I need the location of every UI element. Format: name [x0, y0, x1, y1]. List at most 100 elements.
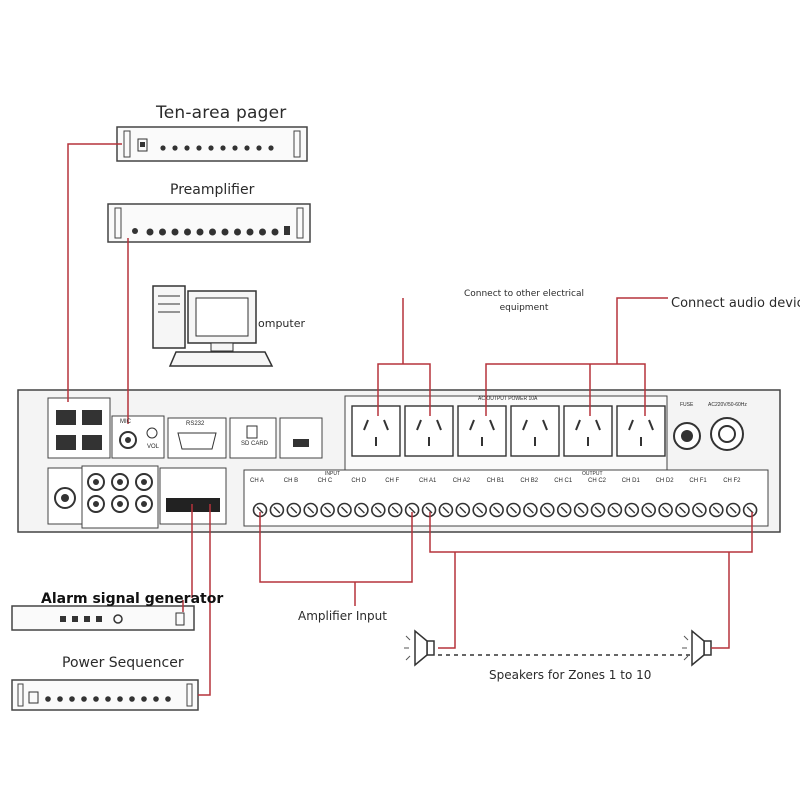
rca-jack-center	[93, 501, 99, 507]
channel-label: CH A2	[452, 478, 471, 484]
outlet-pin	[522, 419, 528, 431]
sd-card-label: SD CARD	[241, 441, 269, 447]
screw-slot	[611, 506, 619, 514]
pager-zone-led	[220, 145, 226, 151]
screw-slot	[679, 506, 686, 514]
ac-output-title: AC OUTPUT POWER 10A	[478, 396, 538, 402]
ac-outlet	[457, 405, 507, 457]
channel-label: CH D1	[621, 478, 640, 484]
outlet-pin	[383, 419, 389, 431]
fuse-label: FUSE	[680, 402, 694, 408]
screw-slot	[391, 506, 399, 514]
pager-zone-led	[268, 145, 274, 151]
pager-zone-led	[184, 145, 190, 151]
sequencer-led	[81, 696, 87, 702]
ten-area-pager	[116, 126, 308, 162]
alarm-signal-generator	[11, 605, 195, 631]
screw-slot	[273, 506, 281, 514]
output-section-label: OUTPUT	[582, 471, 603, 477]
pager-zone-led	[196, 145, 202, 151]
preamp-knob	[159, 228, 166, 236]
ac-outlet	[351, 405, 401, 457]
screw-slot	[425, 506, 433, 514]
outlet-pin	[628, 419, 634, 431]
ac-outlet	[563, 405, 613, 457]
audio-device-label: Connect audio device	[671, 296, 800, 311]
ac-outlet	[404, 405, 454, 457]
screw-slot	[459, 506, 467, 514]
preamp-knob	[184, 228, 191, 236]
sequencer-led	[45, 696, 51, 702]
rca-jack-center	[141, 479, 147, 485]
screw-slot	[594, 506, 602, 514]
channel-label: CH F	[385, 478, 400, 484]
screw-slot	[712, 506, 720, 514]
electrical-equipment-label-line1: Connect to other electrical	[463, 289, 585, 299]
outlet-pin	[416, 419, 422, 431]
channel-label: CH B1	[486, 478, 505, 484]
preamp-knob	[209, 228, 216, 236]
screw-slot	[577, 506, 585, 514]
rca-jack-center	[117, 501, 123, 507]
screw-slot	[560, 506, 568, 514]
screw-slot	[543, 506, 551, 514]
sequencer-led	[93, 696, 99, 702]
rca-jack-center	[141, 501, 147, 507]
ac-outlet	[616, 405, 666, 457]
wiring	[67, 143, 753, 696]
channel-label: CH F2	[723, 478, 741, 484]
outlet-pin	[575, 419, 581, 431]
screw-slot	[729, 506, 737, 514]
screw-slot	[290, 506, 298, 514]
power-sequencer-label: Power Sequencer	[62, 655, 184, 671]
preamplifier	[107, 203, 311, 243]
preamp-knob	[246, 228, 254, 236]
computer-label: omputer	[258, 317, 306, 330]
channel-label: CH F1	[689, 478, 707, 484]
pager-zone-led	[244, 145, 250, 151]
preamp-knob	[271, 228, 279, 236]
channel-label: CH D	[351, 478, 367, 484]
preamp-knob	[196, 228, 204, 236]
outlet-pin	[363, 419, 369, 431]
screw-slot	[341, 506, 348, 514]
sequencer-led	[141, 696, 147, 702]
computer	[152, 285, 274, 367]
electrical-equipment-label-line2: equipment	[499, 303, 549, 313]
screw-slot	[476, 506, 484, 514]
sequencer-led	[105, 696, 111, 702]
sequencer-led	[129, 696, 135, 702]
pager-zone-led	[256, 145, 262, 151]
preamp-knob	[234, 228, 241, 236]
electrical-equipment-label: Connect to other electrical equipment	[462, 287, 586, 315]
screw-slot	[662, 506, 670, 514]
speaker-zone-10	[682, 629, 712, 667]
mic-label: MIC	[120, 419, 131, 425]
rca-jack-center	[93, 479, 99, 485]
outlet-pin	[436, 419, 442, 431]
outlet-pin	[489, 419, 495, 431]
input-section-label: INPUT	[325, 471, 340, 477]
sequencer-led	[165, 696, 171, 702]
speaker-zone-1	[404, 629, 435, 667]
preamp-knob	[171, 228, 179, 236]
main-unit-rear-panel	[17, 389, 781, 533]
screw-slot	[307, 506, 315, 514]
channel-label: CH C2	[588, 478, 607, 484]
rs232-label: RS232	[186, 421, 205, 427]
screw-slot	[628, 506, 636, 514]
screw-slot	[256, 506, 264, 514]
channel-label: CH B2	[520, 478, 539, 484]
channel-label: CH A	[250, 478, 265, 484]
pager-zone-led	[160, 145, 166, 151]
vol-label: VOL	[147, 444, 160, 450]
screw-slot	[493, 506, 501, 514]
channel-label: CH C	[317, 478, 333, 484]
outlet-pin	[595, 419, 601, 431]
sequencer-led	[69, 696, 75, 702]
screw-slot	[324, 506, 332, 514]
pager-zone-led	[232, 145, 238, 151]
pager-zone-led	[172, 145, 178, 151]
sequencer-led	[57, 696, 63, 702]
